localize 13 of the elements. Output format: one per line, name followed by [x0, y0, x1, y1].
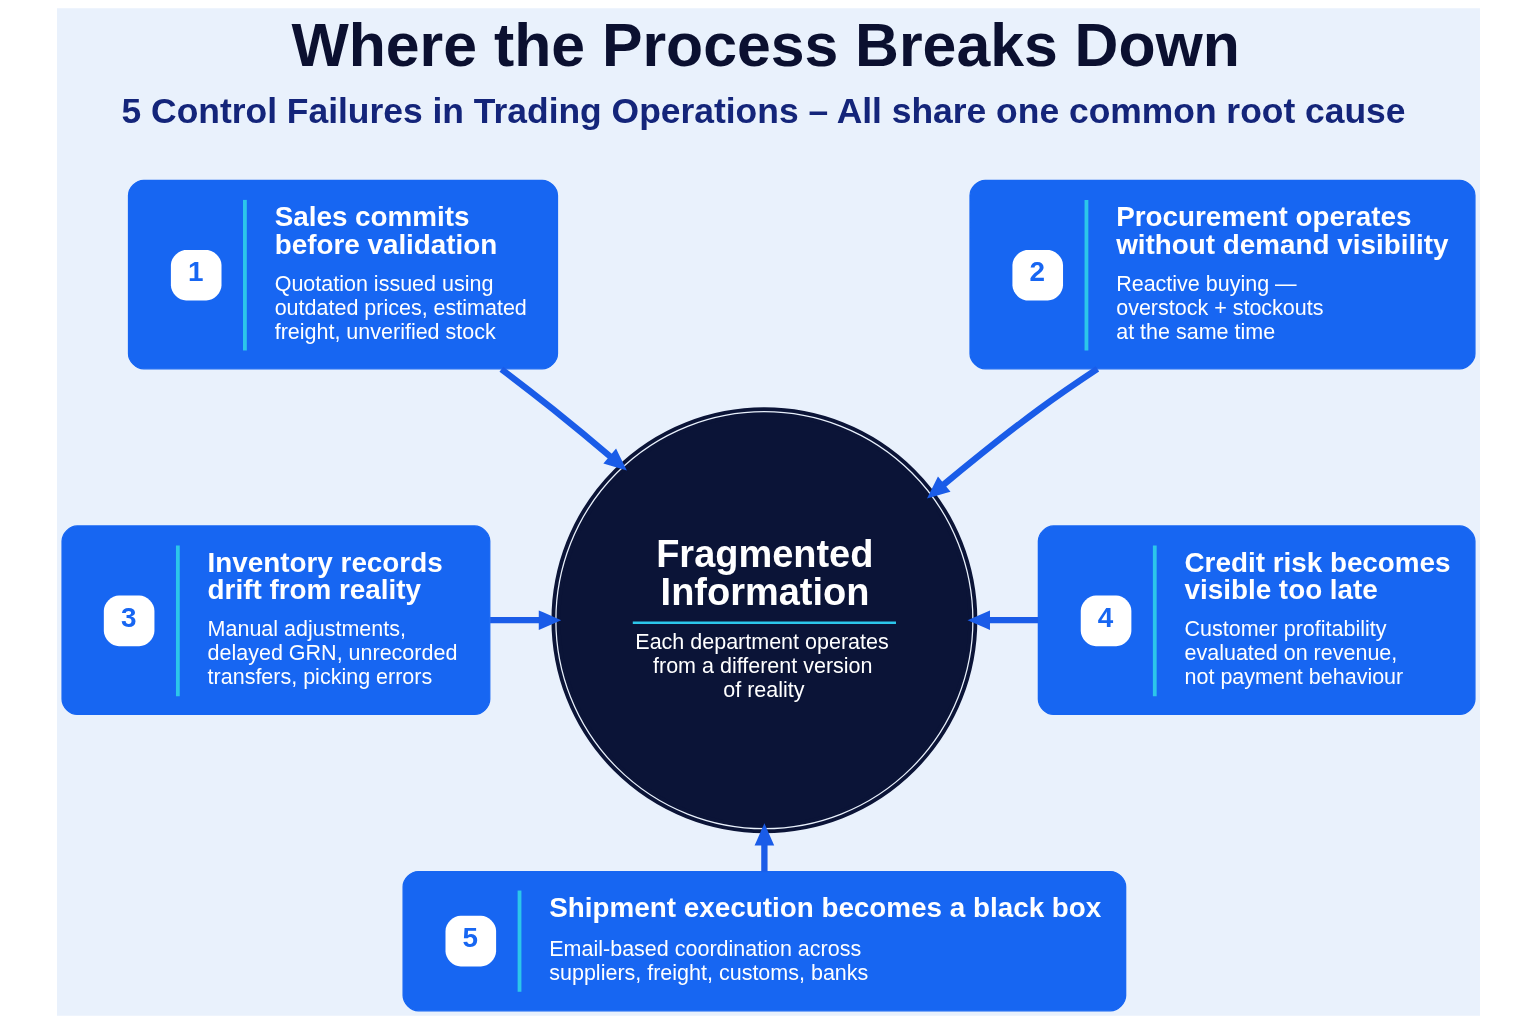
arrow [499, 366, 627, 471]
arrow [926, 366, 1099, 499]
arrow [967, 610, 1038, 630]
diagram-title: Where the Process Breaks Down [290, 10, 1240, 79]
label: 5 Control Failures in Trading Operations – All share one common root cause [121, 90, 1406, 131]
arrow [489, 610, 561, 630]
node-box: 4 Credit risk becomes visible too late Customer profitability evaluated on revenue, not payment behaviour [1037, 525, 1476, 716]
node-box: 2 Procurement operates without demand visibility Reactive buying — overstock + stockouts at the same time [968, 179, 1476, 370]
node-box: 5 Shipment execution becomes a black box Email-based coordination across suppliers, freight, customs, banks [401, 870, 1126, 1012]
arrow [754, 823, 774, 872]
node-circle: Fragmented Information Each department operates from a different version of reality [550, 407, 977, 834]
node-box: 3 Inventory records drift from reality Manual adjustments, delayed GRN, unrecorded transfers, picking errors [60, 525, 490, 716]
node-box: 1 Sales commits before validation Quotation issued using outdated prices, estimated freight, unverified stock [127, 179, 558, 370]
